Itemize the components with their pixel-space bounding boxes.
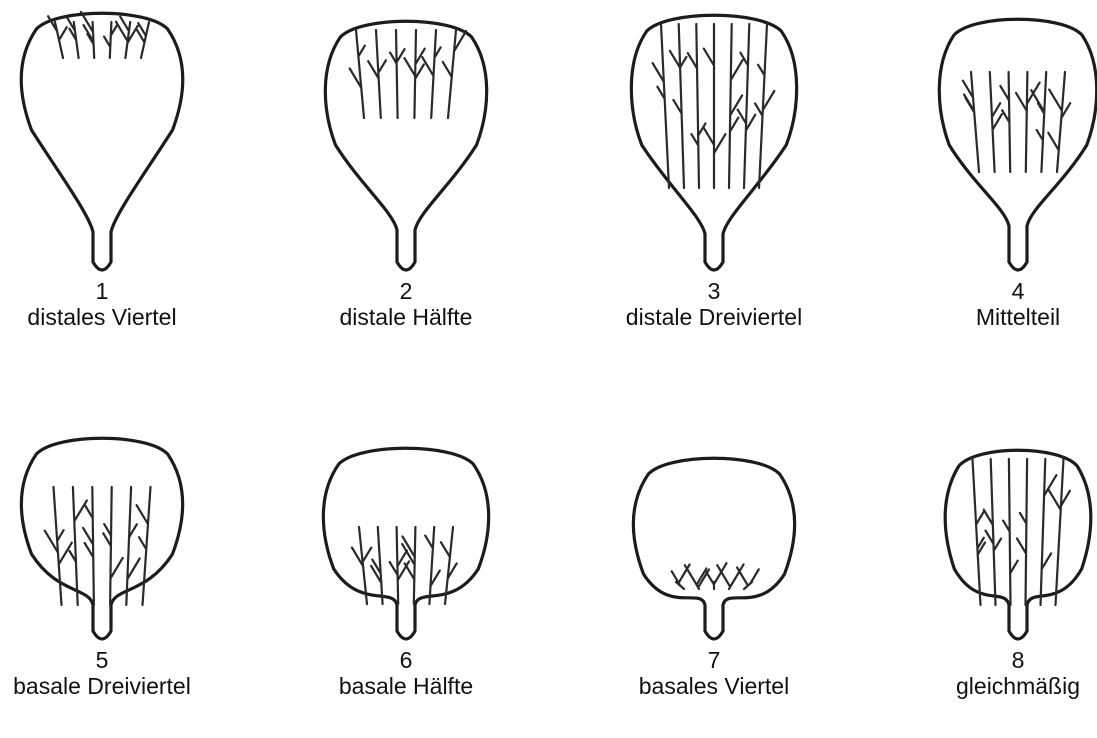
petal-shape-4 — [939, 19, 1096, 270]
panel-label-3: distale Dreiviertel — [604, 304, 824, 330]
petal-panel-5: 5 basale Dreiviertel — [0, 369, 212, 738]
petal-shape-1 — [21, 13, 182, 270]
panel-label-8: gleichmäßig — [908, 673, 1097, 699]
petal-outline-6 — [296, 369, 516, 689]
petal-panel-7: 7 basales Viertel — [604, 369, 824, 738]
petal-panel-2: 2 distale Hälfte — [296, 0, 516, 369]
panel-label-2: distale Hälfte — [296, 304, 516, 330]
panel-label-6: basale Hälfte — [296, 673, 516, 699]
petal-outline-4 — [908, 0, 1097, 320]
panel-number-2: 2 — [296, 278, 516, 304]
petal-outline-7 — [604, 369, 824, 689]
panel-number-4: 4 — [908, 278, 1097, 304]
panel-number-8: 8 — [908, 647, 1097, 673]
panel-number-6: 6 — [296, 647, 516, 673]
petal-shape-7 — [633, 458, 794, 639]
panel-label-5: basale Dreiviertel — [0, 673, 212, 699]
petal-panel-3: 3 distale Dreiviertel — [604, 0, 824, 369]
petal-panel-8: 8 gleichmäßig — [908, 369, 1097, 738]
panel-number-5: 5 — [0, 647, 212, 673]
petal-outline-3 — [604, 0, 824, 320]
petal-outline-5 — [0, 369, 212, 689]
petal-shape-5 — [21, 438, 182, 639]
panel-number-3: 3 — [604, 278, 824, 304]
petal-shape-8 — [945, 450, 1091, 639]
panel-number-1: 1 — [0, 278, 212, 304]
panel-number-7: 7 — [604, 647, 824, 673]
petal-panel-6: 6 basale Hälfte — [296, 369, 516, 738]
petal-outline-2 — [296, 0, 516, 320]
petal-panel-4: 4 Mittelteil — [908, 0, 1097, 369]
panel-label-4: Mittelteil — [908, 304, 1097, 330]
panel-label-1: distales Viertel — [0, 304, 212, 330]
petal-outline-1 — [0, 0, 212, 320]
panel-label-7: basales Viertel — [604, 673, 824, 699]
petal-outline-8 — [908, 369, 1097, 689]
petal-panel-1: 1 distales Viertel — [0, 0, 212, 369]
